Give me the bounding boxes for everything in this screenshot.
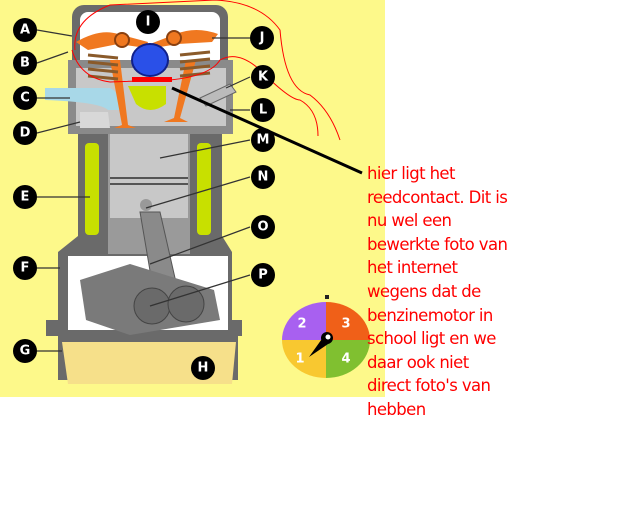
svg-text:K: K	[258, 70, 269, 85]
annotation-line: benzinemotor in	[367, 305, 493, 325]
exhaust-area	[80, 112, 110, 128]
svg-text:P: P	[258, 268, 268, 283]
label-j: J	[250, 26, 274, 50]
intake-port	[45, 88, 120, 110]
piston-pin	[140, 199, 152, 211]
annotation-line: direct foto's van	[367, 376, 491, 396]
label-g: G	[13, 339, 37, 363]
rocker-arm-right	[150, 30, 218, 48]
label-h: H	[191, 356, 215, 380]
label-o: O	[251, 215, 275, 239]
annotation-line: reedcontact. Dit is	[367, 187, 508, 207]
coolant-jacket-left	[85, 143, 99, 235]
svg-text:J: J	[259, 31, 265, 46]
part-labels: A B C D E F G H I J K L M N O P	[13, 10, 275, 380]
svg-text:L: L	[259, 103, 267, 118]
red-freehand-outline	[71, 0, 341, 141]
svg-text:D: D	[20, 126, 31, 141]
camshaft	[131, 43, 169, 77]
coolant-jacket-right	[197, 143, 211, 235]
reed-contact-marker	[132, 77, 172, 82]
label-i: I	[136, 10, 160, 34]
svg-text:O: O	[257, 220, 268, 235]
leader-lines	[36, 29, 251, 352]
annotation-text: hier ligt het reedcontact. Dit is nu wel…	[367, 162, 527, 422]
svg-text:H: H	[198, 361, 209, 376]
svg-text:2: 2	[297, 317, 306, 332]
label-p: P	[251, 263, 275, 287]
annotation-line: wegens dat de	[367, 281, 481, 301]
svg-text:N: N	[258, 170, 269, 185]
annotation-line: hier ligt het	[367, 164, 455, 183]
svg-text:E: E	[21, 190, 30, 205]
intake-valve	[110, 60, 136, 128]
stroke-cycle-wheel: 2 3 1 4	[282, 295, 370, 378]
label-d: D	[13, 121, 37, 145]
svg-text:I: I	[146, 15, 151, 30]
label-e: E	[13, 185, 37, 209]
svg-text:1: 1	[295, 352, 304, 367]
svg-text:4: 4	[341, 352, 350, 367]
svg-text:M: M	[257, 133, 270, 148]
label-b: B	[13, 51, 37, 75]
annotation-line: nu wel een	[367, 211, 452, 231]
annotation-line: bewerkte foto van	[367, 234, 508, 254]
label-l: L	[251, 98, 275, 122]
combustion-chamber	[128, 86, 166, 110]
svg-text:B: B	[20, 56, 30, 71]
svg-text:3: 3	[341, 317, 350, 332]
label-c: C	[13, 86, 37, 110]
svg-text:A: A	[20, 23, 30, 38]
svg-text:G: G	[20, 344, 31, 359]
annotation-line: hebben	[367, 399, 426, 419]
svg-text:F: F	[21, 261, 30, 276]
label-n: N	[251, 165, 275, 189]
annotation-line: daar ook niet	[367, 352, 469, 372]
crank-journal-right	[167, 285, 205, 323]
label-f: F	[13, 256, 37, 280]
label-a: A	[13, 18, 37, 42]
annotation-line: school ligt en we	[367, 329, 496, 349]
label-m: M	[251, 128, 275, 152]
svg-text:C: C	[20, 91, 30, 106]
annotation-line: het internet	[367, 258, 458, 278]
label-k: K	[251, 65, 275, 89]
rocker-arm-left	[76, 32, 148, 50]
